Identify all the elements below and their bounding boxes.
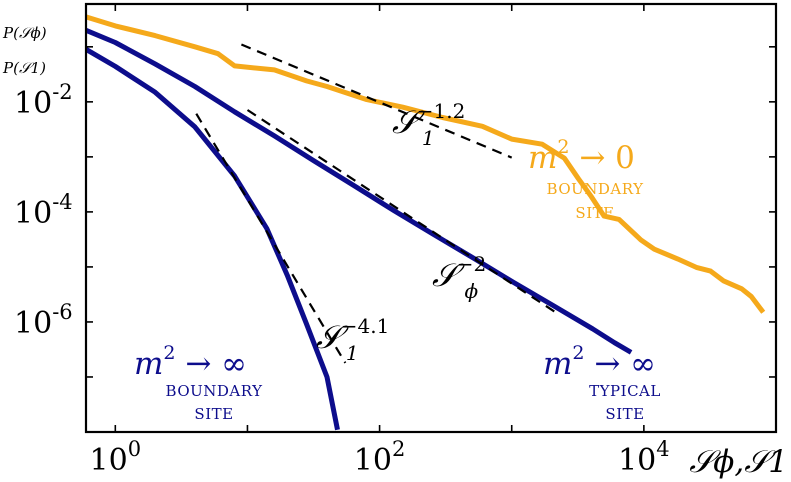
annotation-a2: m2 → 0 <box>528 136 635 176</box>
series-navy-typical <box>86 27 633 355</box>
y-axis-label: P(𝒮1) <box>2 59 46 77</box>
x-tick-label: 100 <box>90 437 142 478</box>
y-tick-label: 10-4 <box>14 190 73 231</box>
label-layer: 100 102 104 10-2 10-4 10-6𝒮ϕ,𝒮1 P(𝒮ϕ) P(𝒮1) 𝒮−1.… <box>2 24 788 480</box>
x-tick-label: 102 <box>354 437 406 478</box>
plot-frame <box>84 2 778 434</box>
series-orange <box>86 14 766 314</box>
axis-layer <box>84 2 778 434</box>
series-dash-s1-1.2 <box>240 43 513 159</box>
x-axis-label: 𝒮ϕ,𝒮1 <box>689 444 788 480</box>
y-axis-label: P(𝒮ϕ) <box>2 24 47 42</box>
y-tick-label: 10-2 <box>14 80 73 121</box>
annotation-a8: m2 → ∞ <box>543 342 656 382</box>
annotation-line-1: BOUNDARY <box>547 180 645 198</box>
annotation-site-label: BOUNDARY SITE <box>547 180 645 222</box>
series-dash-s1-4.1 <box>195 113 347 364</box>
annotation-a6: m2 → ∞ <box>134 342 247 382</box>
x-tick-label: 104 <box>618 437 670 478</box>
annotation-site-label: TYPICAL SITE <box>589 382 661 423</box>
annotation-line-2: SITE <box>194 405 233 423</box>
annotation-line-1: TYPICAL <box>589 382 661 400</box>
annotation-line-2: SITE <box>575 204 614 222</box>
series-navy-boundary <box>86 47 340 431</box>
annotation-line-1: BOUNDARY <box>166 382 264 400</box>
annotation-line-2: SITE <box>605 405 644 423</box>
y-tick-label: 10-6 <box>14 300 73 341</box>
annotation-site-label: BOUNDARY SITE <box>166 382 264 423</box>
plot-layer <box>86 14 766 431</box>
